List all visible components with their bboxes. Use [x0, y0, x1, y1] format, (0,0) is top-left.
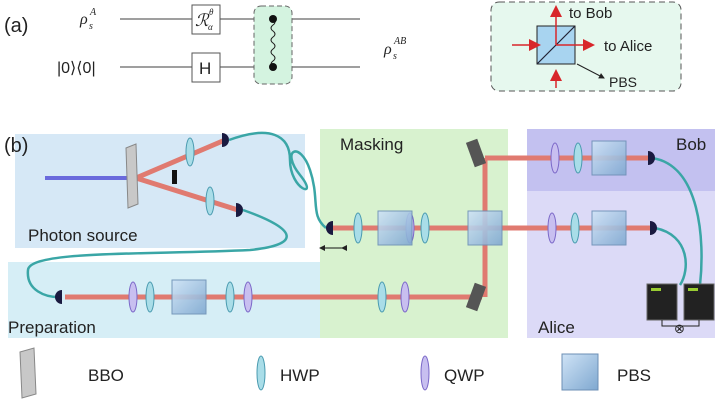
bbo-legend-icon: [19, 347, 37, 399]
input-bottom-state: |0⟩⟨0|: [57, 60, 96, 77]
masking-interaction-box: [253, 5, 293, 85]
control-dot-top: [269, 15, 277, 23]
beam-block: [172, 170, 177, 184]
pbs-cubes: [171, 140, 627, 315]
photon-source-label: Photon source: [28, 226, 138, 245]
masking-label: Masking: [340, 135, 403, 154]
rotation-gate: [191, 4, 221, 35]
panel-a: (a) ρ A s |0⟩⟨0| ℛ θ α H ρ AB s to Bob t…: [4, 1, 682, 92]
legend-bbo: BBO: [88, 366, 124, 385]
fiber-coupler-alice: [650, 221, 657, 235]
alice-label: Alice: [538, 318, 575, 337]
control-dot-bottom: [269, 63, 277, 71]
panel-b: (b) Photon source Preparation Masking Bo…: [4, 129, 715, 338]
fiber-coupler-masking: [326, 221, 333, 235]
legend-qwp: QWP: [444, 366, 485, 385]
output-sup: AB: [393, 36, 406, 47]
hwp-plates: [145, 142, 583, 313]
fiber-to-masking: [228, 131, 327, 229]
coincidence-symbol: ⊗: [674, 321, 685, 336]
input-top-sup: A: [89, 7, 97, 18]
pbs-legend-icon: [561, 353, 599, 391]
hwp-source-upper: [185, 137, 195, 167]
interaction-wavy-line: [270, 18, 276, 68]
mirror-top: [465, 138, 487, 168]
hwp-source-lower: [205, 186, 215, 216]
qwp-legend-icon: [420, 355, 430, 391]
fiber-to-preparation: [26, 208, 288, 299]
pbs-inset: to Bob to Alice PBS: [490, 1, 682, 92]
panel-a-label: (a): [4, 15, 28, 37]
fiber-coupler-lower: [236, 203, 243, 217]
fiber-coupler-bob: [648, 151, 655, 165]
bob-label: Bob: [676, 135, 706, 154]
fiber-coupler-preparation: [55, 290, 62, 304]
hadamard-gate-label: H: [199, 59, 211, 78]
fiber-coupler-upper: [222, 133, 229, 147]
hwp-legend-icon: [256, 355, 266, 391]
input-top-sub: s: [89, 21, 93, 32]
rotation-gate-sup: θ: [209, 7, 214, 17]
photon-source-region: [15, 134, 305, 248]
photon-beam-lower: [135, 175, 239, 213]
legend-hwp: HWP: [280, 366, 320, 385]
input-top-rho: ρ: [79, 11, 88, 28]
output-sub: s: [393, 51, 397, 62]
rotation-gate-symbol: ℛ: [195, 11, 210, 30]
photon-beam-upper: [135, 137, 226, 181]
legend-pbs: PBS: [617, 366, 651, 385]
to-alice-label: to Alice: [604, 38, 652, 55]
rotation-gate-sub: α: [208, 22, 213, 32]
hadamard-gate: [191, 52, 221, 83]
panel-b-label: (b): [4, 135, 28, 157]
pbs-inset-label: PBS: [609, 74, 637, 90]
to-bob-label: to Bob: [569, 5, 612, 22]
coincidence-wire: [661, 320, 700, 327]
fiber-alice: [654, 226, 687, 286]
fiber-bob: [651, 156, 703, 286]
output-rho: ρ: [383, 41, 392, 58]
legend: BBO HWP QWP PBS: [19, 347, 651, 399]
mirror-bottom: [465, 282, 487, 312]
bbo-crystal: [125, 143, 139, 209]
preparation-label: Preparation: [8, 318, 96, 337]
